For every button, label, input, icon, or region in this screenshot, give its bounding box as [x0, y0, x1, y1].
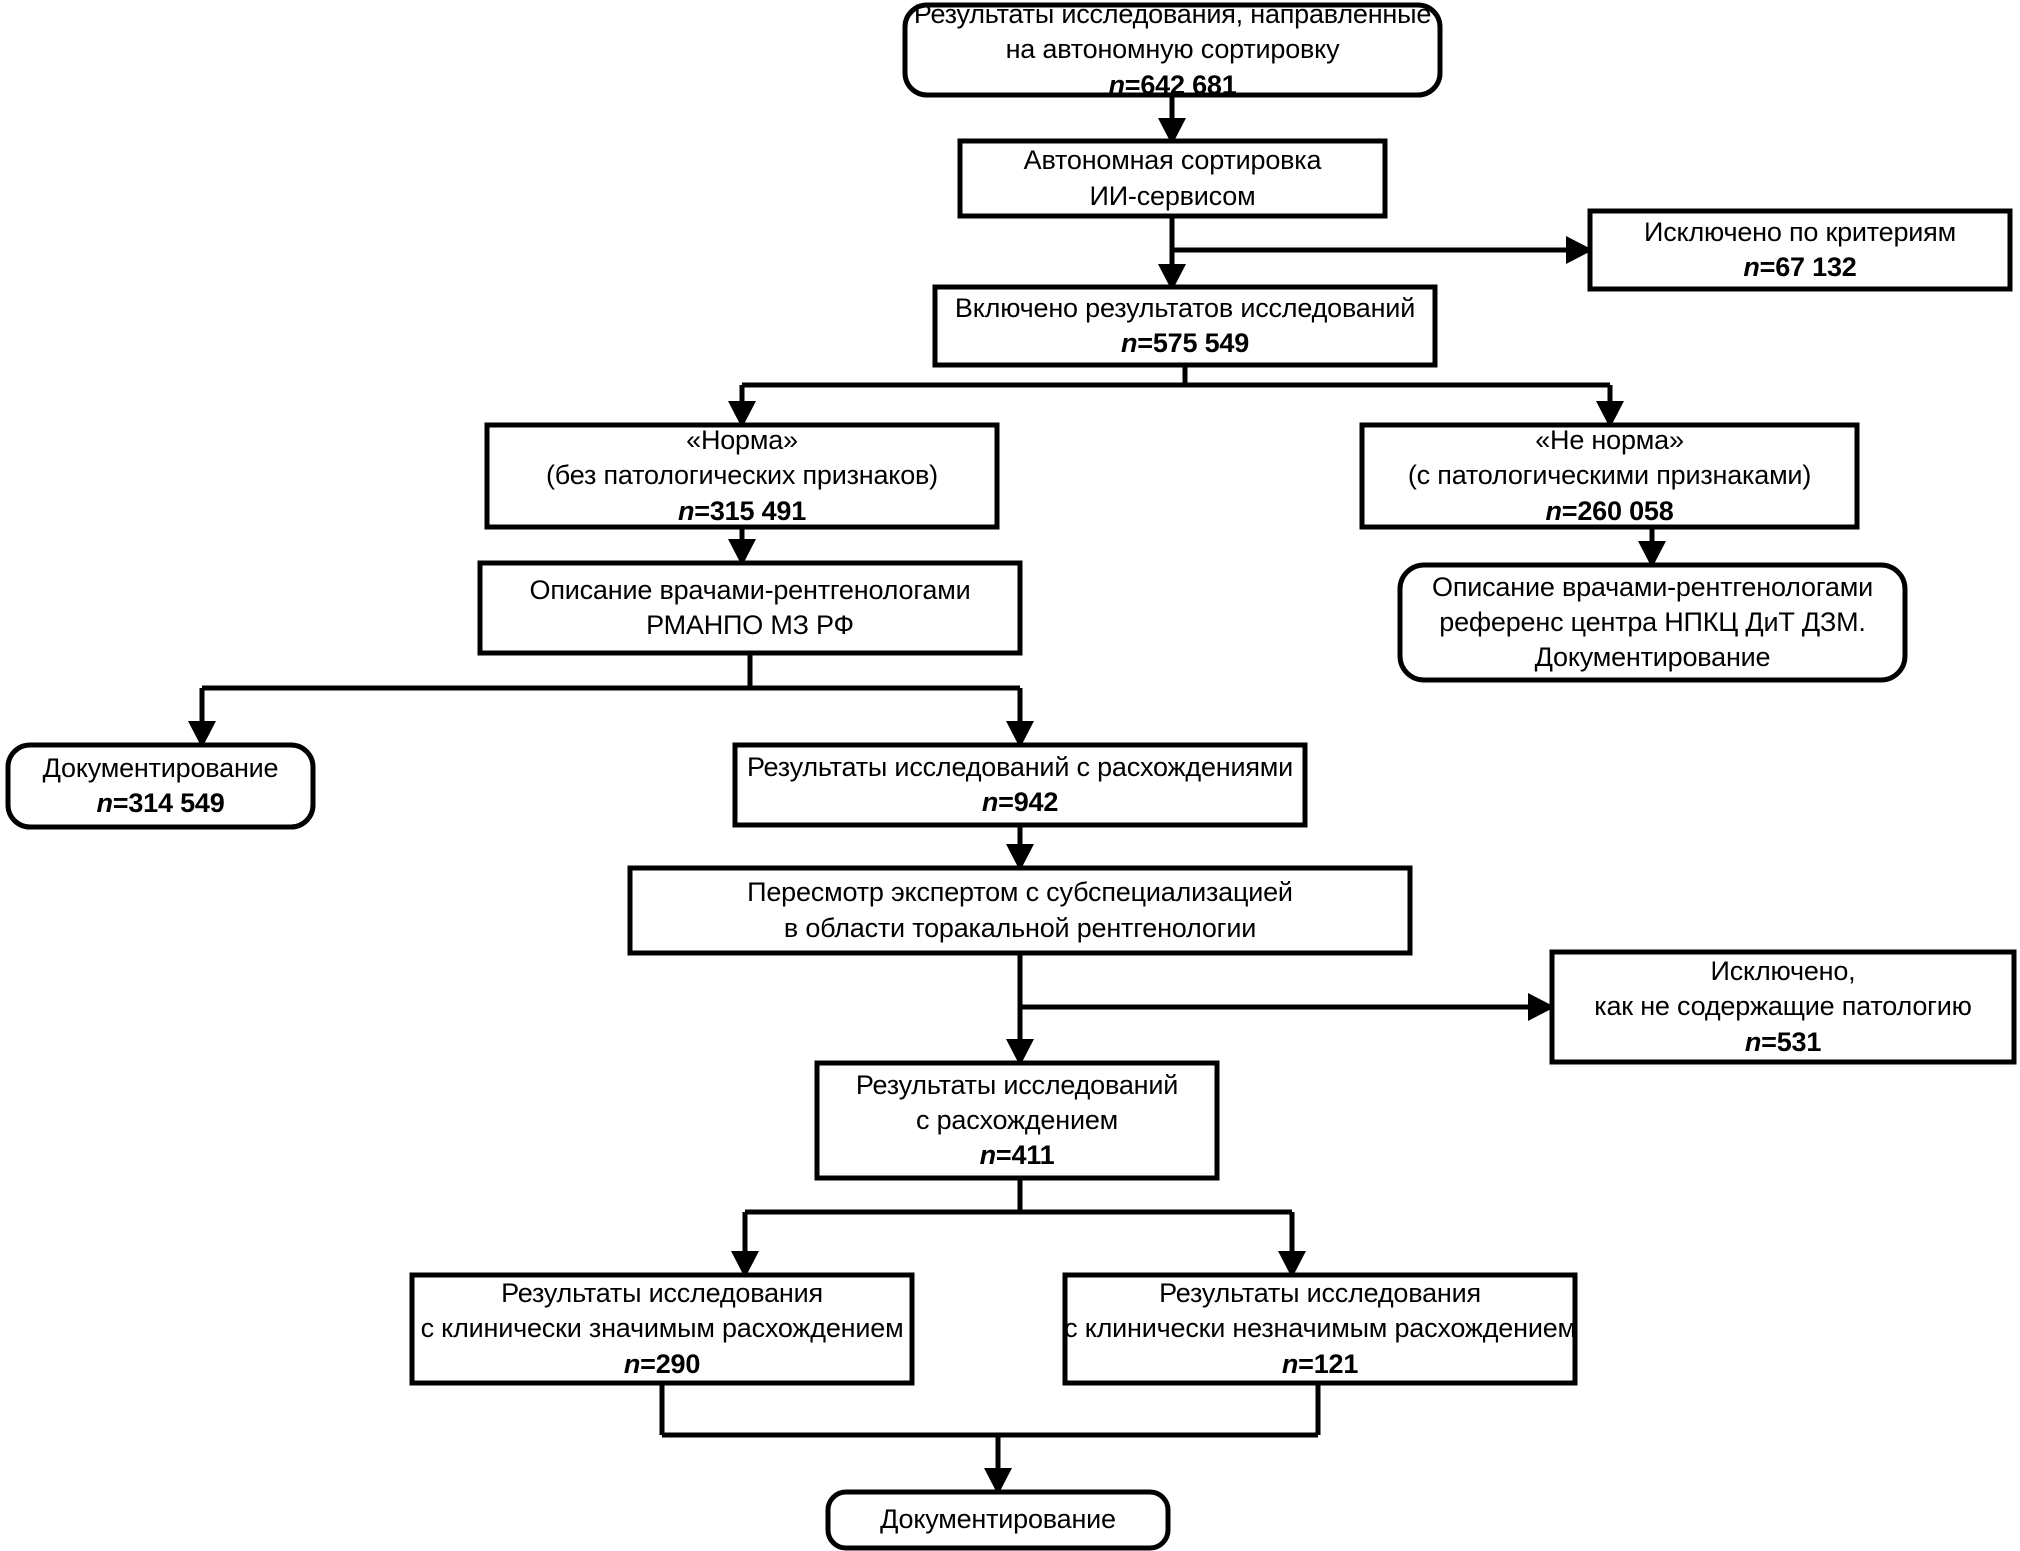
node-shape-excluded-criteria[interactable] — [1587, 208, 2013, 292]
arrow-head-rmanpo — [728, 539, 756, 566]
arrow-head-ai-triage — [1158, 118, 1186, 145]
node-shape-rmanpo-review[interactable] — [477, 560, 1023, 656]
node-shape-insignificant-121[interactable] — [1062, 1272, 1578, 1386]
node-shape-doc-final[interactable] — [825, 1489, 1171, 1551]
arrow-head-expert-review — [1006, 844, 1034, 871]
arrow-head-significant-290 — [731, 1251, 759, 1278]
arrow-head-final-documentation — [984, 1468, 1012, 1495]
edge-merge-bus-to-final-doc — [659, 1383, 1321, 1481]
arrow-head-included — [1158, 264, 1186, 291]
arrow-head-discrepancy-411 — [1006, 1039, 1034, 1066]
node-shape-excluded-no-pathology[interactable] — [1549, 949, 2017, 1065]
node-shape-significant-290[interactable] — [409, 1272, 915, 1386]
edge-included-split-bus — [739, 365, 1613, 414]
arrow-head-documentation-norm — [188, 721, 216, 748]
node-shape-reference-center[interactable] — [1397, 562, 1908, 683]
edge-411-split-bus — [742, 1178, 1295, 1264]
node-shape-discrepancy-411[interactable] — [814, 1060, 1220, 1181]
node-shape-discrepancies-942[interactable] — [732, 742, 1308, 828]
arrow-head-discrepancies-942 — [1006, 721, 1034, 748]
node-shape-expert-review[interactable] — [627, 865, 1413, 956]
arrow-head-excluded-no-pathology — [1528, 993, 1555, 1021]
node-shape-norm[interactable] — [484, 422, 1000, 530]
node-shape-group — [5, 2, 2017, 1551]
node-shape-sent-to-triage[interactable] — [902, 2, 1443, 98]
arrow-head-norm — [728, 401, 756, 428]
node-shape-doc-314549[interactable] — [5, 742, 316, 830]
node-shape-not-norm[interactable] — [1359, 422, 1860, 530]
arrow-head-reference-center — [1638, 541, 1666, 568]
node-shape-ai-triage[interactable] — [957, 138, 1388, 219]
arrow-head-excluded-criteria — [1566, 236, 1593, 264]
arrow-head-insignificant-121 — [1278, 1251, 1306, 1278]
connector-group — [188, 95, 1666, 1495]
edge-rmanpo-split-bus — [199, 653, 1023, 734]
node-shape-included[interactable] — [932, 284, 1438, 368]
arrow-head-not-norm — [1596, 401, 1624, 428]
